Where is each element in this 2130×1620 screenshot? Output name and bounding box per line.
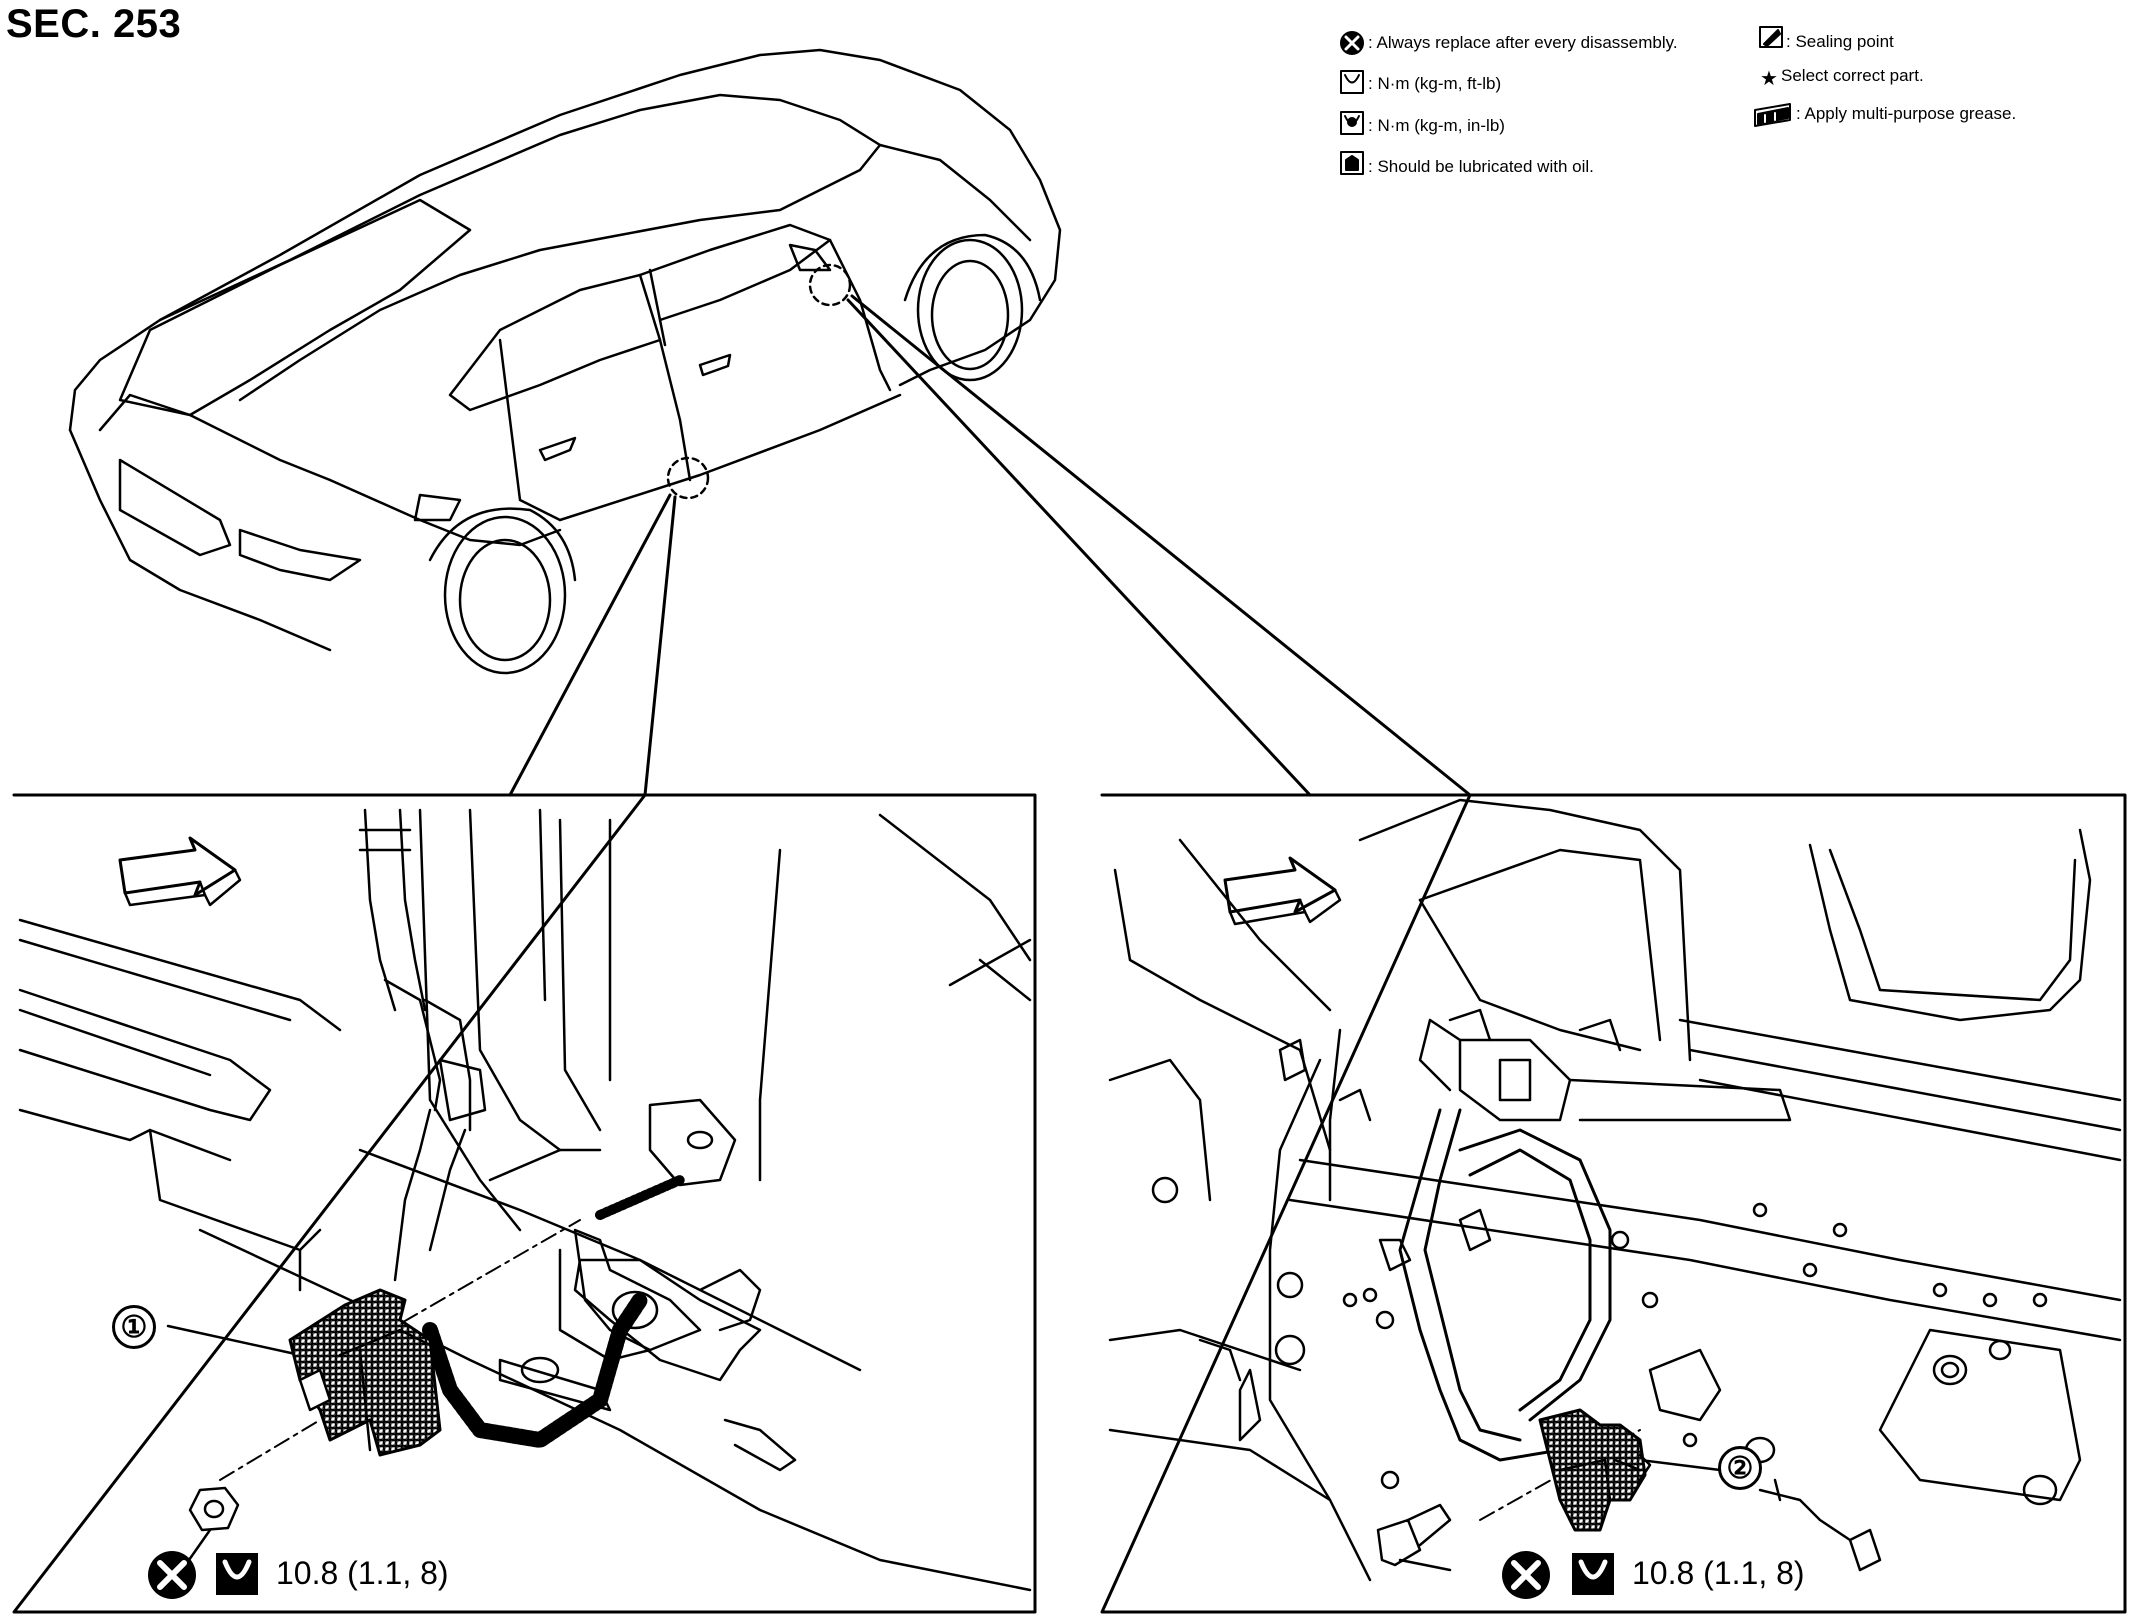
legend-select: Select correct part. [1781,66,1924,86]
crash-zone-sensor-right [1538,1408,1652,1532]
callout-2: ② [1718,1446,1762,1490]
legend-grease: : Apply multi-purpose grease. [1796,104,2016,124]
legend-sealing: : Sealing point [1786,32,1894,52]
legend-lubricate-label: : Should be lubricated with oil. [1368,157,1594,176]
detail-frame-right [1100,793,2127,1614]
vehicle-outline [68,48,1062,675]
legend-torque-ft: : N·m (kg-m, ft-lb) [1368,74,1501,94]
torque-value-left-text: 10.8 (1.1, 8) [276,1555,449,1591]
legend-torque-in-label: : N·m (kg-m, in-lb) [1368,116,1505,135]
legend-sealing-label: : Sealing point [1786,32,1894,51]
detail-leader-lines [508,294,1472,797]
crash-zone-sensor-left [288,1288,442,1457]
torque-value-right-text: 10.8 (1.1, 8) [1632,1555,1805,1591]
callout-1: ① [112,1305,156,1349]
detail-frame-left [12,793,1037,1614]
legend-lubricate: : Should be lubricated with oil. [1368,157,1594,177]
legend-select-label: Select correct part. [1781,66,1924,85]
svg-text:★: ★ [1760,66,1778,90]
legend-torque-ft-label: : N·m (kg-m, ft-lb) [1368,74,1502,93]
torque-value-right: 10.8 (1.1, 8) [1632,1555,1805,1592]
legend-torque-in: : N·m (kg-m, in-lb) [1368,116,1505,136]
torque-icons [148,1551,1614,1599]
legend-icons: ★ [1340,26,1791,175]
legend-replace: : Always replace after every disassembly… [1368,33,1678,53]
legend-grease-label: : Apply multi-purpose grease. [1796,104,2017,123]
legend-replace-label: : Always replace after every disassembly… [1368,33,1678,52]
section-title: SEC. 253 [6,2,182,46]
torque-value-left: 10.8 (1.1, 8) [276,1555,449,1592]
